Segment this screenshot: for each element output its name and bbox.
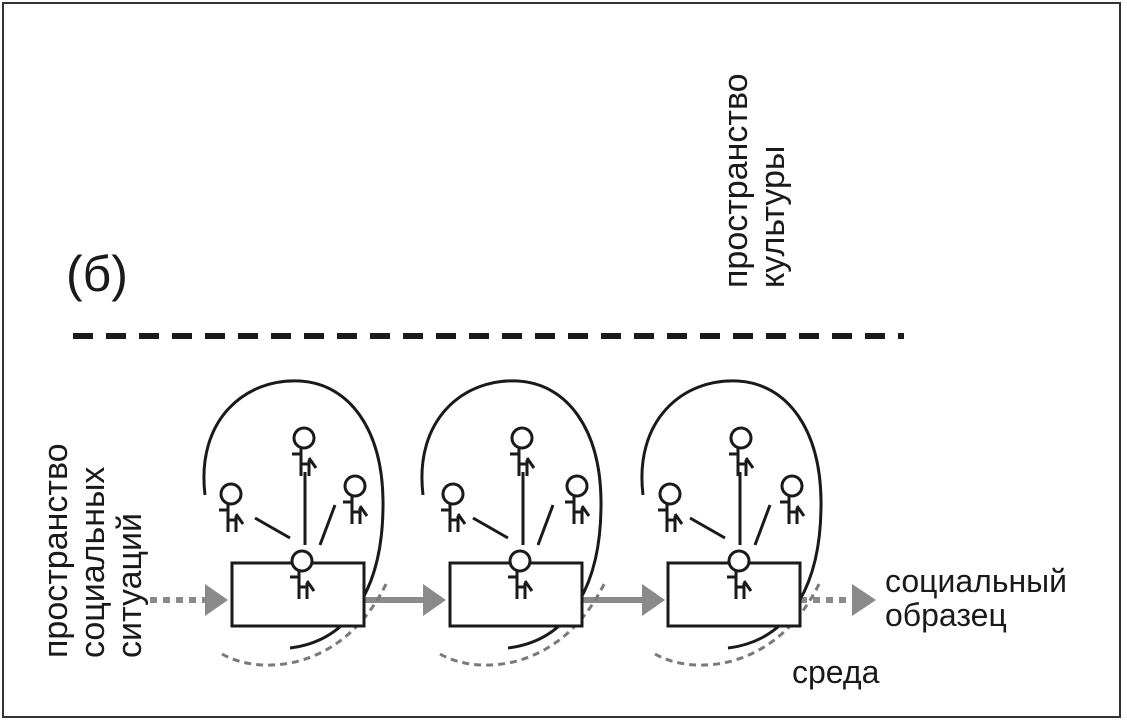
social-situation-2 [420,379,608,667]
situation-box [666,561,802,628]
input-arrow-icon [150,584,228,616]
culture-space-label: пространство культуры [717,73,792,288]
culture-space-line-1: пространство [717,73,755,288]
person-icon [439,482,467,534]
social-space-label: пространство социальных ситуаций [37,443,149,658]
output-label: социальный образец [885,564,1067,632]
person-icon [341,474,369,526]
panel-label: (б) [66,246,128,302]
person-icon [217,482,245,534]
culture-space-line-2: культуры [754,145,792,288]
social-situation-3 [640,379,823,667]
environment-arc [221,579,390,667]
output-label-line-2: образец [885,597,1007,633]
social-situation-1 [202,379,390,667]
social-space-line-2: социальных [74,466,112,658]
arrow-right-icon [583,584,665,616]
output-arrow-icon [800,584,876,616]
person-icon [563,474,591,526]
arrow-right-icon [365,584,446,616]
person-icon [727,426,755,478]
environment-arc [439,579,608,667]
output-label-line-1: социальный [885,563,1068,599]
social-space-line-1: пространство [37,443,75,658]
environment-label: среда [792,654,880,690]
person-icon [290,426,318,478]
person-icon [656,482,684,534]
person-icon [508,426,536,478]
person-icon [778,474,806,526]
environment-arc [654,579,823,667]
social-space-line-3: ситуаций [111,513,149,658]
